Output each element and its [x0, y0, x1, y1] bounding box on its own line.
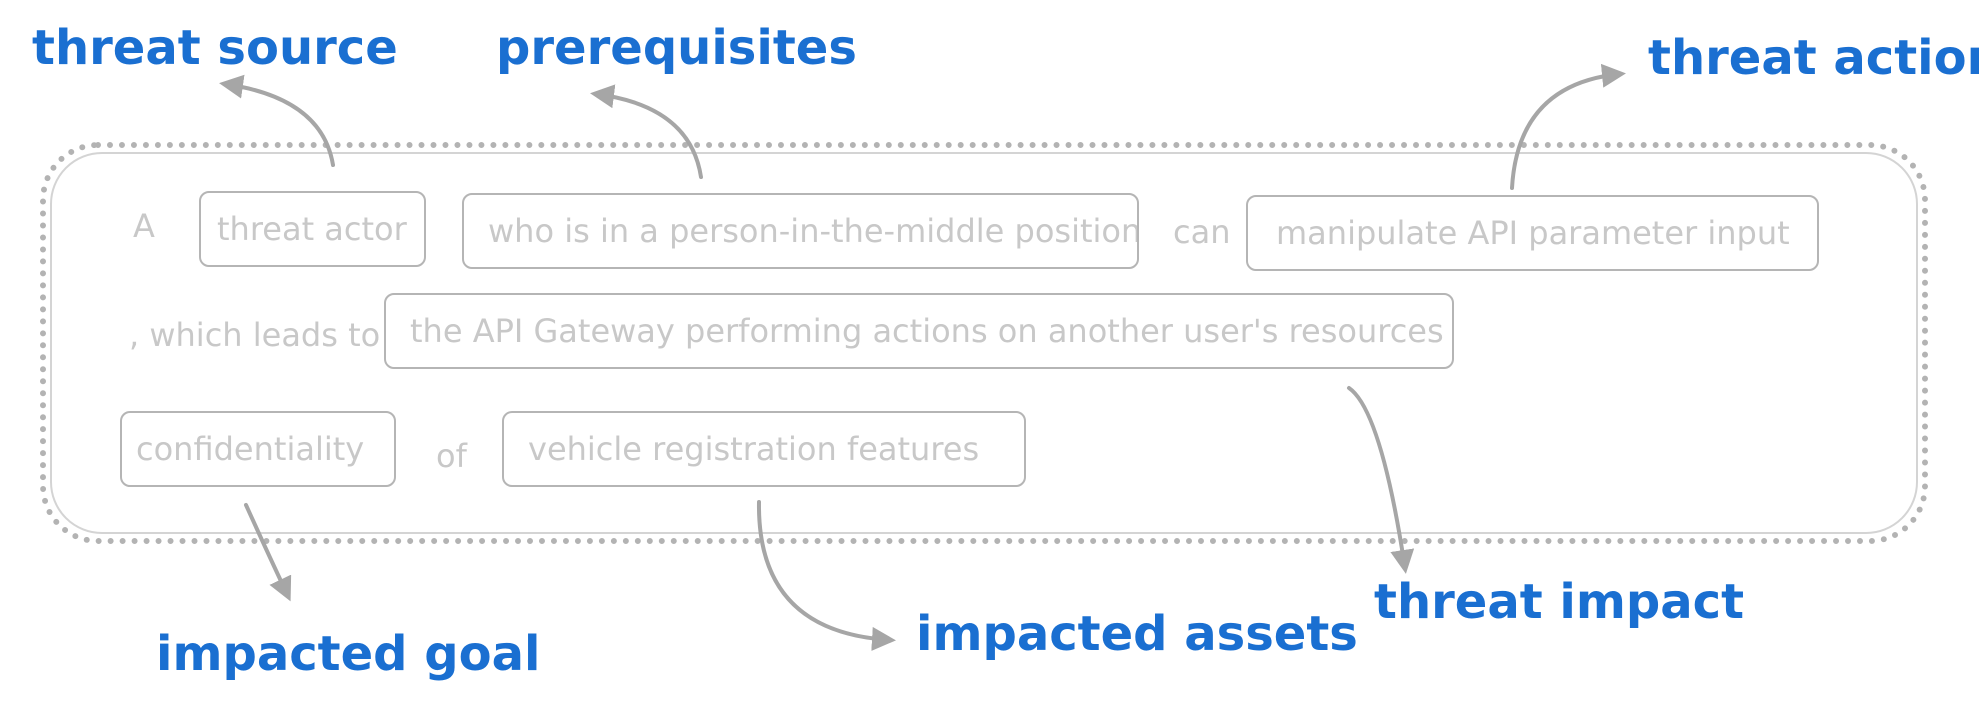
connector-which-leads-to: , which leads to: [129, 316, 381, 354]
prerequisites-arrow: [590, 84, 703, 179]
impacted-assets-label: impacted assets: [916, 606, 1358, 662]
statement-frame: [40, 142, 1928, 544]
connector-can: can: [1173, 213, 1231, 251]
prerequisites-field[interactable]: who is in a person-in-the-middle positio…: [462, 193, 1139, 269]
threat-impact-label: threat impact: [1374, 574, 1745, 630]
threat-action-label: threat action: [1648, 30, 1979, 86]
impacted-goal-field[interactable]: confidentiality: [120, 411, 396, 487]
impacted-assets-arrow: [756, 500, 896, 651]
threat-source-label: threat source: [32, 20, 398, 76]
impacted-assets-field[interactable]: vehicle registration features: [502, 411, 1026, 487]
connector-a: A: [133, 207, 155, 245]
connector-of: of: [436, 437, 467, 475]
prerequisites-label: prerequisites: [496, 20, 857, 76]
threat-actor-field[interactable]: threat actor: [199, 191, 426, 267]
impacted-goal-label: impacted goal: [156, 626, 541, 682]
threat-source-arrow: [219, 74, 335, 167]
threat-action-field[interactable]: manipulate API parameter input: [1246, 195, 1819, 271]
threat-impact-arrow: [1347, 386, 1415, 574]
threat-action-arrow: [1510, 63, 1626, 190]
impacted-goal-arrow: [244, 503, 292, 602]
threat-impact-field[interactable]: the API Gateway performing actions on an…: [384, 293, 1454, 369]
